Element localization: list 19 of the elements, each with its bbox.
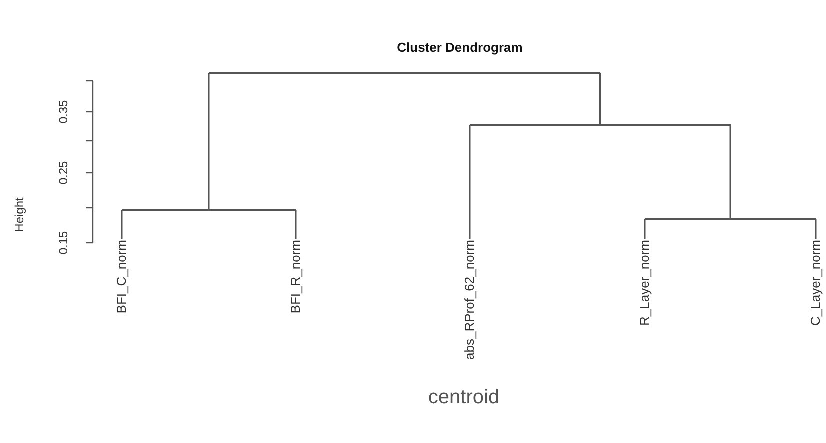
dendrogram-branch bbox=[730, 125, 732, 219]
tick-label: 0.35 bbox=[58, 100, 70, 124]
dendrogram-branch bbox=[469, 125, 471, 239]
dendrogram-branch bbox=[815, 219, 817, 239]
leaf-label: BFI_R_norm bbox=[289, 240, 303, 314]
tick-label: 0.15 bbox=[58, 231, 70, 255]
dendrogram-branch bbox=[644, 219, 646, 239]
chart-title: Cluster Dendrogram bbox=[396, 40, 524, 55]
dendrogram-branch bbox=[121, 210, 123, 239]
method-label: centroid bbox=[428, 386, 500, 410]
leaf-label: C_Layer_norm bbox=[809, 240, 823, 326]
tick-label: 0.25 bbox=[58, 161, 70, 185]
dendrogram-branch bbox=[295, 210, 297, 239]
dendrogram-branch bbox=[600, 73, 601, 125]
leaf-label: BFI_C_norm bbox=[115, 240, 129, 314]
dendrogram-branch bbox=[208, 73, 210, 210]
axis-title: Height bbox=[14, 198, 26, 232]
leaf-label: R_Layer_norm bbox=[638, 240, 652, 326]
leaf-label: abs_RProf_62_norm bbox=[463, 240, 477, 360]
